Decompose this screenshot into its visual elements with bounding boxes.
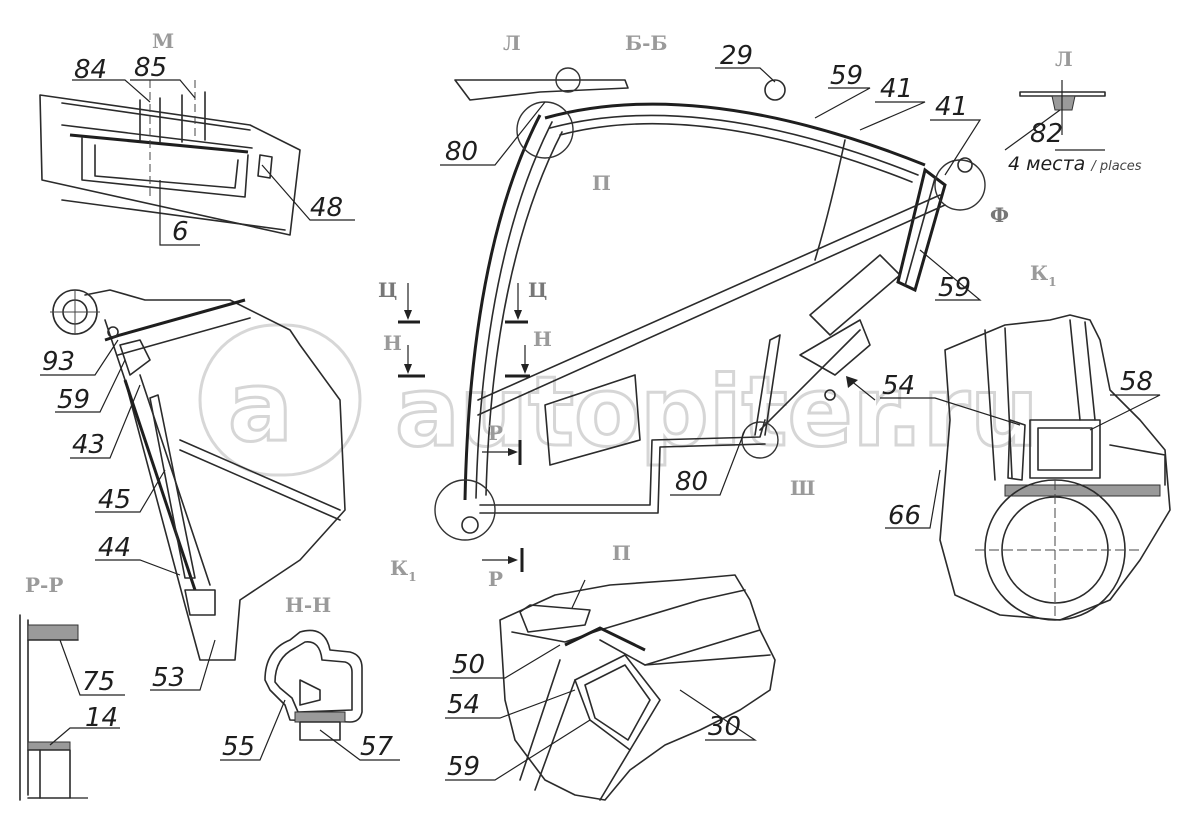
callout-59b: 59 <box>938 273 971 303</box>
callout-59d: 59 <box>447 752 480 782</box>
callout-43: 43 <box>72 430 105 460</box>
frame-floor <box>479 419 766 506</box>
callout-14: 14 <box>85 703 118 733</box>
callout-50: 50 <box>452 650 485 680</box>
label-sh: Ш <box>790 476 815 500</box>
k1-outline <box>939 314 1171 621</box>
callout-93: 93 <box>42 347 75 377</box>
nn-profile <box>264 629 363 723</box>
left-detail-outline <box>84 289 346 661</box>
callout-6: 6 <box>172 217 189 247</box>
callout-53: 53 <box>152 663 185 693</box>
ring-sh <box>741 421 779 459</box>
callout-75: 75 <box>82 667 115 697</box>
section-rr <box>19 614 125 801</box>
top-strip <box>454 79 629 101</box>
callout-54a: 54 <box>882 371 915 401</box>
label-r1: Р <box>488 421 503 445</box>
label-n2: Н <box>533 327 552 351</box>
label-n1: Н <box>383 331 402 355</box>
label-k1-detail: К1 <box>1030 261 1057 289</box>
callout-30: 30 <box>708 712 741 742</box>
label-r2: Р <box>488 567 503 591</box>
label-l-detail: Л <box>1055 47 1073 71</box>
callouts-rr: 75 14 <box>82 667 118 733</box>
detail-k1 <box>939 314 1171 621</box>
hinge-right <box>957 157 973 173</box>
hinge-bottom <box>461 516 479 534</box>
detail-l <box>1004 80 1106 151</box>
callouts-nn: 55 57 <box>222 732 394 762</box>
label-nn: Н-Н <box>285 593 331 617</box>
watermark-text: autopiter.ru <box>395 356 1038 468</box>
callout-85: 85 <box>134 53 167 83</box>
label-p-detail: П <box>612 541 631 565</box>
callout-58: 58 <box>1120 367 1153 397</box>
callout-57: 57 <box>360 732 394 762</box>
callout-55: 55 <box>222 732 255 762</box>
callout-48: 48 <box>310 193 343 223</box>
bracket-right <box>809 254 901 336</box>
view-left-detail <box>50 289 346 661</box>
p-outline <box>499 574 776 801</box>
inner-panel <box>544 374 641 466</box>
label-f: Ф <box>990 203 1009 227</box>
callout-44: 44 <box>98 533 131 563</box>
callout-45: 45 <box>98 485 131 515</box>
label-ts2: Ц <box>528 278 547 302</box>
callout-29: 29 <box>720 41 753 71</box>
callout-59c: 59 <box>57 385 90 415</box>
section-labels: М Б-Б Л Л Ц Ц Н Н Р Р П П Ф К1 К1 Ш Р-Р … <box>25 29 1105 617</box>
callouts-p: 50 54 59 30 <box>445 644 757 782</box>
hinge-top <box>764 79 786 101</box>
detail-p <box>499 574 776 801</box>
watermark-logo-glyph: a <box>228 351 293 463</box>
ring-p <box>516 101 574 159</box>
callout-80a: 80 <box>445 137 478 167</box>
diagonal-brace <box>477 194 946 416</box>
callout-84: 84 <box>74 55 107 85</box>
callout-66: 66 <box>888 501 921 531</box>
label-p-ring: П <box>592 171 611 195</box>
frame-arc-top <box>544 102 926 167</box>
callout-41a: 41 <box>880 74 913 104</box>
frame-arc-left <box>463 114 542 501</box>
callout-54b: 54 <box>447 690 480 720</box>
label-m: М <box>152 29 174 53</box>
watermark: a autopiter.ru <box>198 323 1040 477</box>
label-k1-ring: К1 <box>390 556 417 584</box>
callouts-k1: 54 58 66 <box>880 367 1161 531</box>
callout-41b: 41 <box>935 92 968 122</box>
callouts-detail-l: 82 4 места/ places <box>1008 119 1142 175</box>
places-note: 4 места/ places <box>1008 153 1142 175</box>
callout-80b: 80 <box>675 467 708 497</box>
ring-k1 <box>434 479 496 541</box>
label-ts1: Ц <box>378 278 397 302</box>
label-l-top: Л <box>503 31 521 55</box>
label-bb: Б-Б <box>625 31 667 55</box>
callouts-view-m: 84 85 48 6 <box>72 53 355 247</box>
view-m <box>39 80 301 236</box>
section-arrows <box>398 283 876 572</box>
callouts-main: 29 59 41 41 80 59 80 <box>440 41 982 497</box>
main-section-bb <box>434 67 986 541</box>
callouts-left-detail: 93 59 43 45 44 53 <box>40 339 216 693</box>
frame-post-right <box>896 167 947 293</box>
callout-59a: 59 <box>830 61 863 91</box>
section-nn <box>220 629 400 761</box>
callout-82: 82 <box>1030 119 1063 149</box>
label-rr: Р-Р <box>25 573 63 597</box>
view-m-outline <box>39 94 301 236</box>
ring-l <box>555 67 581 93</box>
